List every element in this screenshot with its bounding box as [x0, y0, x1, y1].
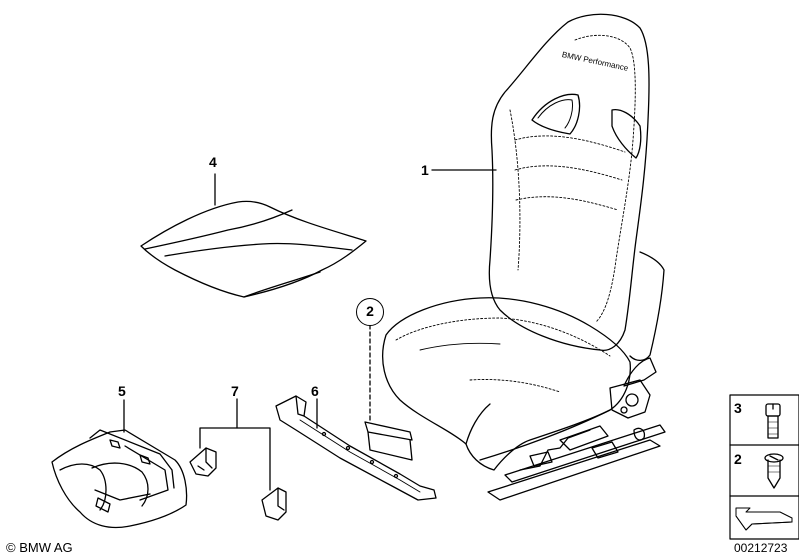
- leader-7-branch: [199, 427, 271, 491]
- bracket-upper: [189, 447, 217, 477]
- callout-6[interactable]: 6: [311, 383, 319, 399]
- callout-5[interactable]: 5: [118, 383, 126, 399]
- sport-seat: [364, 13, 666, 501]
- seat-cushion-pad: [140, 200, 367, 298]
- document-number: 00212723: [734, 541, 788, 555]
- legend-item-3[interactable]: 3: [734, 400, 742, 416]
- callout-4[interactable]: 4: [209, 154, 217, 170]
- fastener-legend: [729, 394, 799, 540]
- callout-7[interactable]: 7: [231, 383, 239, 399]
- bolt-icon: [765, 403, 781, 439]
- side-trim-strip: [275, 395, 437, 501]
- legend-item-2[interactable]: 2: [734, 451, 742, 467]
- screw-icon: [764, 453, 784, 489]
- direction-arrow-icon: [735, 507, 793, 531]
- bracket-lower: [261, 487, 287, 521]
- callout-2-circled[interactable]: 2: [356, 298, 384, 326]
- seat-foam-assembly: [51, 429, 188, 529]
- copyright-text: © BMW AG: [6, 540, 73, 555]
- callout-1[interactable]: 1: [421, 162, 429, 178]
